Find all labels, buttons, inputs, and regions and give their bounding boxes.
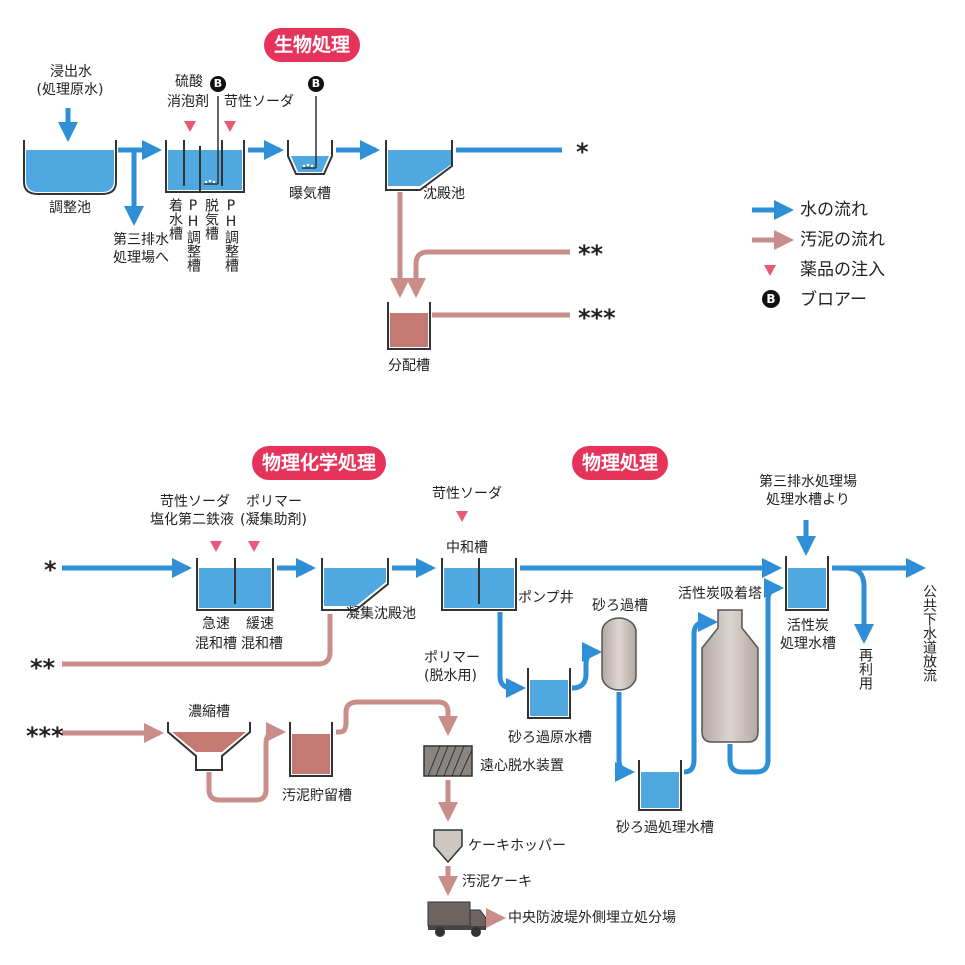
thickener-tank — [167, 722, 251, 771]
legend-blower-icon: B — [762, 290, 780, 308]
sedimentation-tank — [385, 140, 453, 191]
label-rapid-mix-1: 急速 — [202, 616, 230, 632]
legend-sludge: 汚泥の流れ — [800, 230, 885, 250]
label-landfill: 中央防波堤外側埋立処分場 — [508, 910, 676, 926]
blower-icon-aeration: B — [308, 76, 324, 92]
truck-icon — [427, 901, 487, 937]
badge-physchem: 物理化学処理 — [252, 446, 387, 480]
sludge-line-store-to-centrifuge — [336, 699, 458, 736]
badge-phys: 物理処理 — [572, 446, 669, 480]
water-line-to-sand-treated — [614, 692, 635, 782]
label-caustic-neutral: 苛性ソーダ — [432, 486, 502, 502]
label-ferric: 塩化第二鉄液 — [150, 512, 234, 528]
label-hopper: ケーキホッパー — [468, 838, 566, 854]
label-defoamer: 消泡剤 — [167, 94, 209, 110]
marker-two-top: ** — [578, 240, 604, 268]
water-line-to-sand-raw — [497, 612, 526, 698]
label-distribution: 分配槽 — [388, 358, 430, 374]
blower-icon-degas: B — [210, 76, 226, 92]
label-sand-treated: 砂ろ過処理水槽 — [616, 820, 714, 836]
legend-chem-triangle — [764, 265, 776, 276]
label-sedimentation: 沈殿池 — [423, 186, 465, 202]
label-pump-well: ポンプ井 — [518, 590, 574, 606]
chem-inject-caustic-ferric — [210, 541, 222, 552]
label-sulfuric: 硫酸 — [175, 74, 203, 90]
label-discharge: 公共下水道放流 — [921, 584, 937, 682]
label-rapid-mix-2: 混和槽 — [195, 636, 237, 652]
carbon-tower-vessel — [701, 609, 759, 743]
label-slow-mix-1: 緩速 — [246, 616, 274, 632]
coag-sed-tank — [321, 558, 389, 611]
label-caustic-top: 苛性ソーダ — [224, 94, 294, 110]
label-caustic-bottom: 苛性ソーダ — [160, 494, 230, 510]
legend-chem: 薬品の注入 — [800, 260, 885, 280]
aeration-tank — [287, 96, 333, 175]
legend-blower: ブロアー — [800, 290, 867, 310]
label-sludge-store: 汚泥貯留槽 — [282, 788, 352, 804]
marker-one-bottom: * — [44, 556, 57, 584]
label-third-from-2: 処理水槽より — [766, 492, 850, 508]
legend-water: 水の流れ — [800, 200, 868, 220]
sand-filter-vessel — [601, 617, 637, 691]
badge-bio: 生物処理 — [264, 28, 361, 62]
label-polymer-dw: ポリマー — [424, 650, 480, 666]
label-tank-ph2: PH調整槽 — [223, 198, 239, 272]
label-carbon-tower: 活性炭吸着塔 — [678, 586, 762, 602]
neutral-tank — [441, 558, 517, 611]
carbon-treated-tank — [785, 556, 829, 611]
label-leachate: 浸出水 — [50, 64, 92, 80]
centrifuge-device — [423, 745, 473, 777]
label-cake: 汚泥ケーキ — [462, 874, 532, 890]
label-aeration: 曝気槽 — [289, 186, 331, 202]
label-leachate-sub: (処理原水) — [36, 82, 104, 98]
label-adjust-pond: 調整池 — [49, 200, 91, 216]
sludge-line-coag-to-marker-two — [62, 614, 333, 667]
chem-inject-caustic-neutral — [456, 511, 468, 522]
chem-inject-caustic-top — [224, 121, 236, 132]
chem-inject-sulfuric — [184, 121, 196, 132]
label-thickener: 濃縮槽 — [188, 704, 230, 720]
label-polymer-dw-sub: (脱水用) — [424, 668, 477, 684]
label-neutral: 中和槽 — [446, 540, 488, 556]
mixing-tanks — [196, 558, 274, 611]
water-line-to-sand-filter — [571, 642, 602, 691]
label-carbon-tank-1: 活性炭 — [787, 618, 829, 634]
label-sand-raw: 砂ろ過原水槽 — [508, 730, 592, 746]
label-polymer-sub: (凝集助剤) — [240, 512, 307, 528]
sand-raw-tank — [527, 668, 571, 719]
label-coag-sed: 凝集沈殿池 — [346, 606, 416, 622]
sludge-line-thickener-to-store — [206, 722, 286, 803]
marker-one-top: * — [576, 138, 589, 166]
label-sand-filter: 砂ろ過槽 — [592, 598, 648, 614]
label-reuse: 再利用 — [857, 648, 873, 690]
label-tank-degas: 脱気槽 — [203, 198, 219, 240]
marker-three-bottom: *** — [26, 722, 64, 750]
adjust-pond-tank — [23, 140, 117, 195]
label-third-plant-to-2: 処理場へ — [113, 250, 169, 266]
label-carbon-tank-2: 処理水槽 — [780, 636, 836, 652]
sludge-line-marker-two-return — [406, 249, 570, 298]
distribution-tank — [387, 302, 431, 350]
chem-inject-polymer — [248, 541, 260, 552]
label-slow-mix-2: 混和槽 — [241, 636, 283, 652]
label-centrifuge: 遠心脱水装置 — [480, 758, 564, 774]
label-third-from-1: 第三排水処理場 — [759, 474, 857, 490]
marker-three-top: *** — [578, 304, 616, 332]
water-line-carbon-out — [727, 578, 784, 775]
label-tank-ph1: PH調整槽 — [185, 198, 201, 272]
label-polymer: ポリマー — [246, 494, 302, 510]
marker-two-bottom: ** — [30, 654, 56, 682]
sludge-store-tank — [289, 722, 333, 777]
label-tank-chakusui: 着水槽 — [167, 198, 183, 240]
water-line-to-carbon-tower — [683, 612, 718, 775]
label-third-plant-to-1: 第三排水 — [113, 232, 169, 248]
sand-treated-tank — [638, 760, 682, 811]
multi-tank-block — [165, 96, 245, 193]
cake-hopper — [433, 829, 463, 864]
water-line-reuse — [845, 565, 874, 644]
